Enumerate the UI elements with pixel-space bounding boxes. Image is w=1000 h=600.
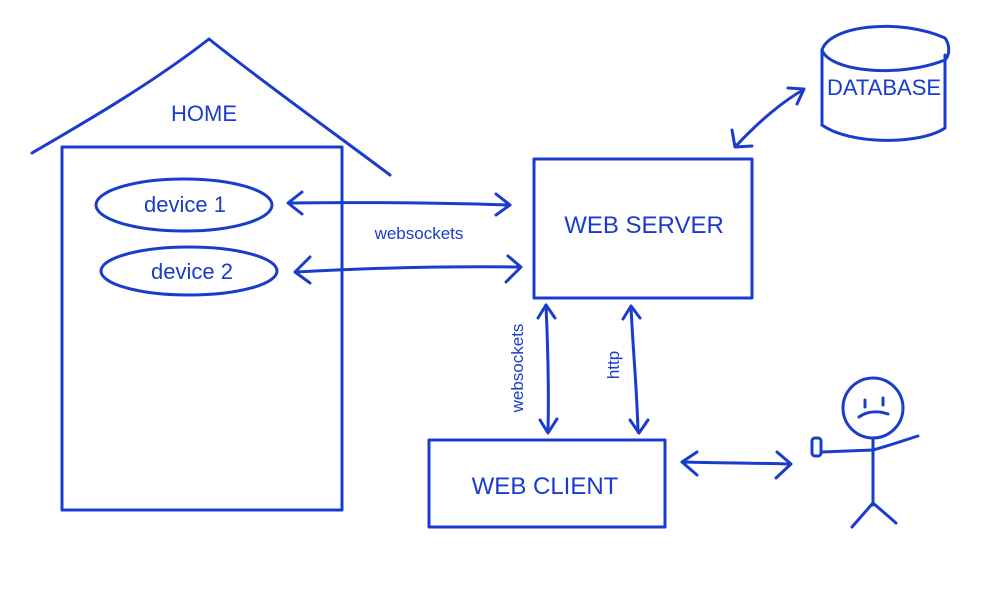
web-server-node: WEB SERVER bbox=[532, 157, 754, 300]
websockets-label-devices: websockets bbox=[374, 224, 464, 243]
device-2-ellipse bbox=[99, 245, 279, 297]
user-phone bbox=[810, 436, 823, 458]
web-server-box bbox=[532, 157, 754, 300]
database-node: DATABASE bbox=[820, 24, 951, 142]
home-label: HOME bbox=[171, 101, 237, 126]
device-2-label: device 2 bbox=[151, 259, 233, 284]
device-1-node: device 1 bbox=[94, 177, 274, 233]
user-arms bbox=[820, 434, 920, 454]
web-client-box bbox=[427, 438, 667, 529]
server-database-arrow bbox=[730, 86, 806, 149]
server-client-websockets-arrow bbox=[536, 303, 559, 435]
device-2-node: device 2 bbox=[99, 245, 279, 297]
device-1-ellipse bbox=[94, 177, 274, 233]
user-stick-figure bbox=[810, 376, 920, 529]
web-client-label: WEB CLIENT bbox=[472, 473, 619, 500]
server-client-http-arrow bbox=[621, 304, 650, 435]
http-label: http bbox=[604, 351, 623, 379]
database-bottom bbox=[820, 123, 947, 142]
database-label: DATABASE bbox=[827, 75, 941, 100]
device-1-server-arrow bbox=[286, 190, 512, 217]
device-2-server-arrow bbox=[293, 254, 523, 285]
user-mouth bbox=[857, 410, 890, 419]
client-user-arrow bbox=[680, 450, 793, 480]
user-legs bbox=[850, 501, 898, 529]
web-server-label: WEB SERVER bbox=[564, 212, 724, 239]
home-roof bbox=[30, 37, 392, 177]
device-1-label: device 1 bbox=[144, 192, 226, 217]
websockets-label-client: websockets bbox=[508, 324, 527, 414]
web-client-node: WEB CLIENT bbox=[427, 438, 667, 529]
database-top bbox=[820, 24, 951, 73]
home-house: HOME bbox=[30, 37, 392, 512]
home-box bbox=[60, 145, 344, 512]
user-head bbox=[841, 376, 905, 440]
